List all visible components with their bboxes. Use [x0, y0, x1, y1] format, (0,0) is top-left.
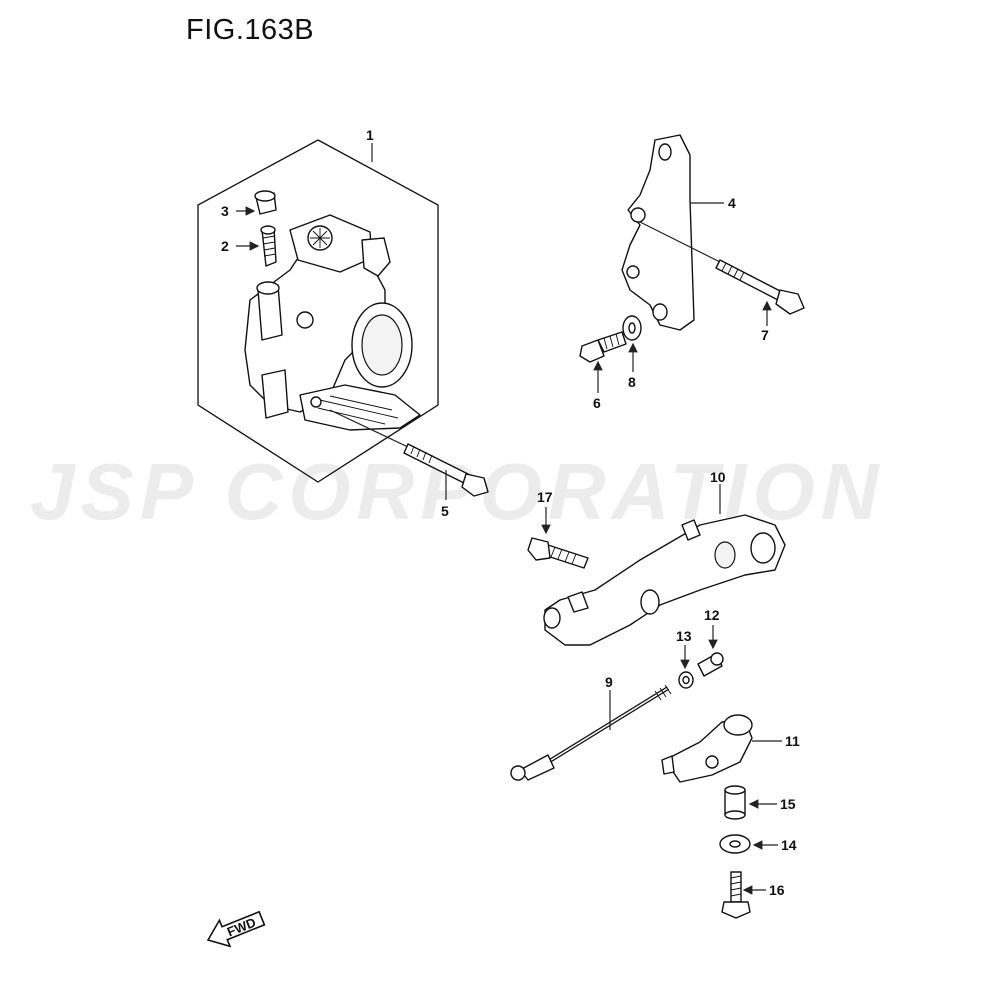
callout-17: 17: [537, 489, 553, 505]
callout-11: 11: [785, 733, 800, 749]
callout-labels: 1 2 3 4 5 6 7 8 9 10 11 12 13 14 15 16 1…: [221, 127, 800, 898]
callout-4: 4: [728, 195, 736, 211]
leader-lines: [236, 143, 782, 895]
part-13-nut: [678, 671, 694, 689]
part-4-bracket: [621, 134, 695, 331]
part-15-collar: [724, 785, 746, 820]
part-3-cap: [254, 190, 277, 215]
part-2-screw: [260, 225, 277, 267]
part-5-bolt: [329, 409, 489, 497]
callout-15: 15: [780, 796, 796, 812]
part-9-rod: [510, 684, 672, 781]
callout-16: 16: [769, 882, 785, 898]
callout-13: 13: [676, 628, 692, 644]
callout-5: 5: [441, 503, 449, 519]
figure-title: FIG.163B: [186, 14, 315, 46]
part-7-bolt: [639, 221, 805, 315]
part-17-bolt: [527, 537, 589, 569]
callout-1: 1: [366, 127, 374, 143]
callout-14: 14: [781, 837, 797, 853]
part-10-arm: [543, 514, 786, 646]
callout-9: 9: [605, 674, 613, 690]
assembly-frame: [197, 139, 439, 483]
fwd-label: FWD: [225, 915, 258, 940]
callout-8: 8: [628, 374, 636, 390]
callout-6: 6: [593, 395, 601, 411]
callout-10: 10: [710, 469, 726, 485]
part-6-bolt: [579, 331, 627, 363]
part-14-washer: [719, 834, 751, 854]
fwd-arrow: FWD: [206, 910, 266, 948]
part-11-lever: [661, 714, 753, 783]
part-8-washer: [622, 315, 642, 341]
callout-3: 3: [221, 203, 229, 219]
callout-2: 2: [221, 238, 229, 254]
part-12-ball-joint: [697, 652, 724, 677]
throttle-body-assembly: [197, 139, 439, 483]
callout-7: 7: [761, 327, 769, 343]
part-16-bolt: [721, 871, 751, 919]
callout-12: 12: [704, 607, 720, 623]
